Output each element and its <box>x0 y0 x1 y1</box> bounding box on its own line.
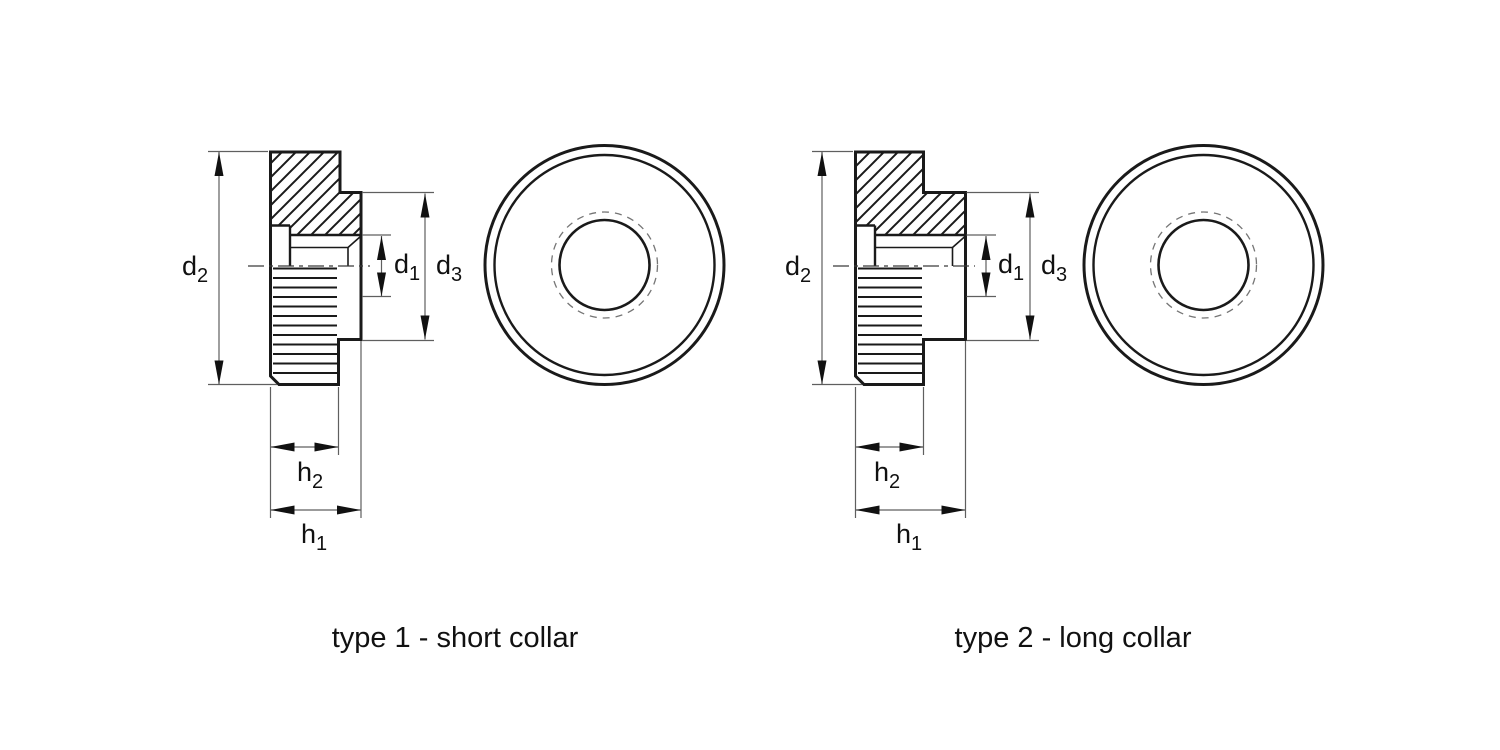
section-view-type1 <box>248 150 370 386</box>
outer-diameter-circle <box>1082 144 1325 386</box>
label-h2: h2 <box>874 457 900 493</box>
face-recess-step <box>270 224 292 266</box>
knurl-lines <box>273 267 337 374</box>
dimension-d3-type2: d3 <box>966 191 1067 342</box>
drawing-type1: d2 d1 d3 h2 h1 <box>182 144 726 654</box>
body-silhouette <box>854 150 967 386</box>
caption-type2: type 2 - long collar <box>955 622 1192 654</box>
dimension-h2-type1: h2 <box>269 387 340 518</box>
thread-minor-line <box>875 235 967 266</box>
dimension-h2-type2: h2 <box>854 387 925 518</box>
body-silhouette <box>269 150 363 386</box>
section-view-type2 <box>833 150 975 386</box>
dimension-d3-type1: d3 <box>362 191 462 342</box>
label-d1: d1 <box>998 249 1024 285</box>
thread-minor-line <box>290 235 362 266</box>
thread-major-dashed-circle <box>550 211 659 319</box>
dimension-d2-type1: d2 <box>182 150 277 386</box>
label-d3: d3 <box>1041 250 1067 286</box>
thread-hole-circle <box>1157 218 1250 312</box>
label-d2: d2 <box>182 251 208 287</box>
outer-diameter-circle <box>483 144 726 386</box>
label-d2: d2 <box>785 251 811 287</box>
dimension-h1-type2: h1 <box>855 341 967 555</box>
face-recess-step <box>855 224 877 266</box>
knurl-root-circle <box>493 153 716 377</box>
dimension-d1-type1: d1 <box>362 234 420 298</box>
hatch-area <box>856 152 966 235</box>
label-d1: d1 <box>394 249 420 285</box>
label-h1: h1 <box>896 519 922 555</box>
label-h2: h2 <box>297 457 323 493</box>
knurl-lines <box>858 267 922 374</box>
label-h1: h1 <box>301 519 327 555</box>
caption-type1: type 1 - short collar <box>332 622 579 654</box>
drawing-type2: d2 d1 d3 h2 h1 <box>785 144 1325 654</box>
dimension-d2-type2: d2 <box>785 150 862 386</box>
front-view-type2 <box>1082 144 1325 386</box>
thread-major-dashed-circle <box>1149 211 1258 319</box>
thread-hole-circle <box>558 218 651 312</box>
front-view-type1 <box>483 144 726 386</box>
dimension-h1-type1: h1 <box>270 341 362 555</box>
label-d3: d3 <box>436 250 462 286</box>
dimension-d1-type2: d1 <box>966 234 1024 298</box>
knurl-root-circle <box>1092 153 1315 377</box>
